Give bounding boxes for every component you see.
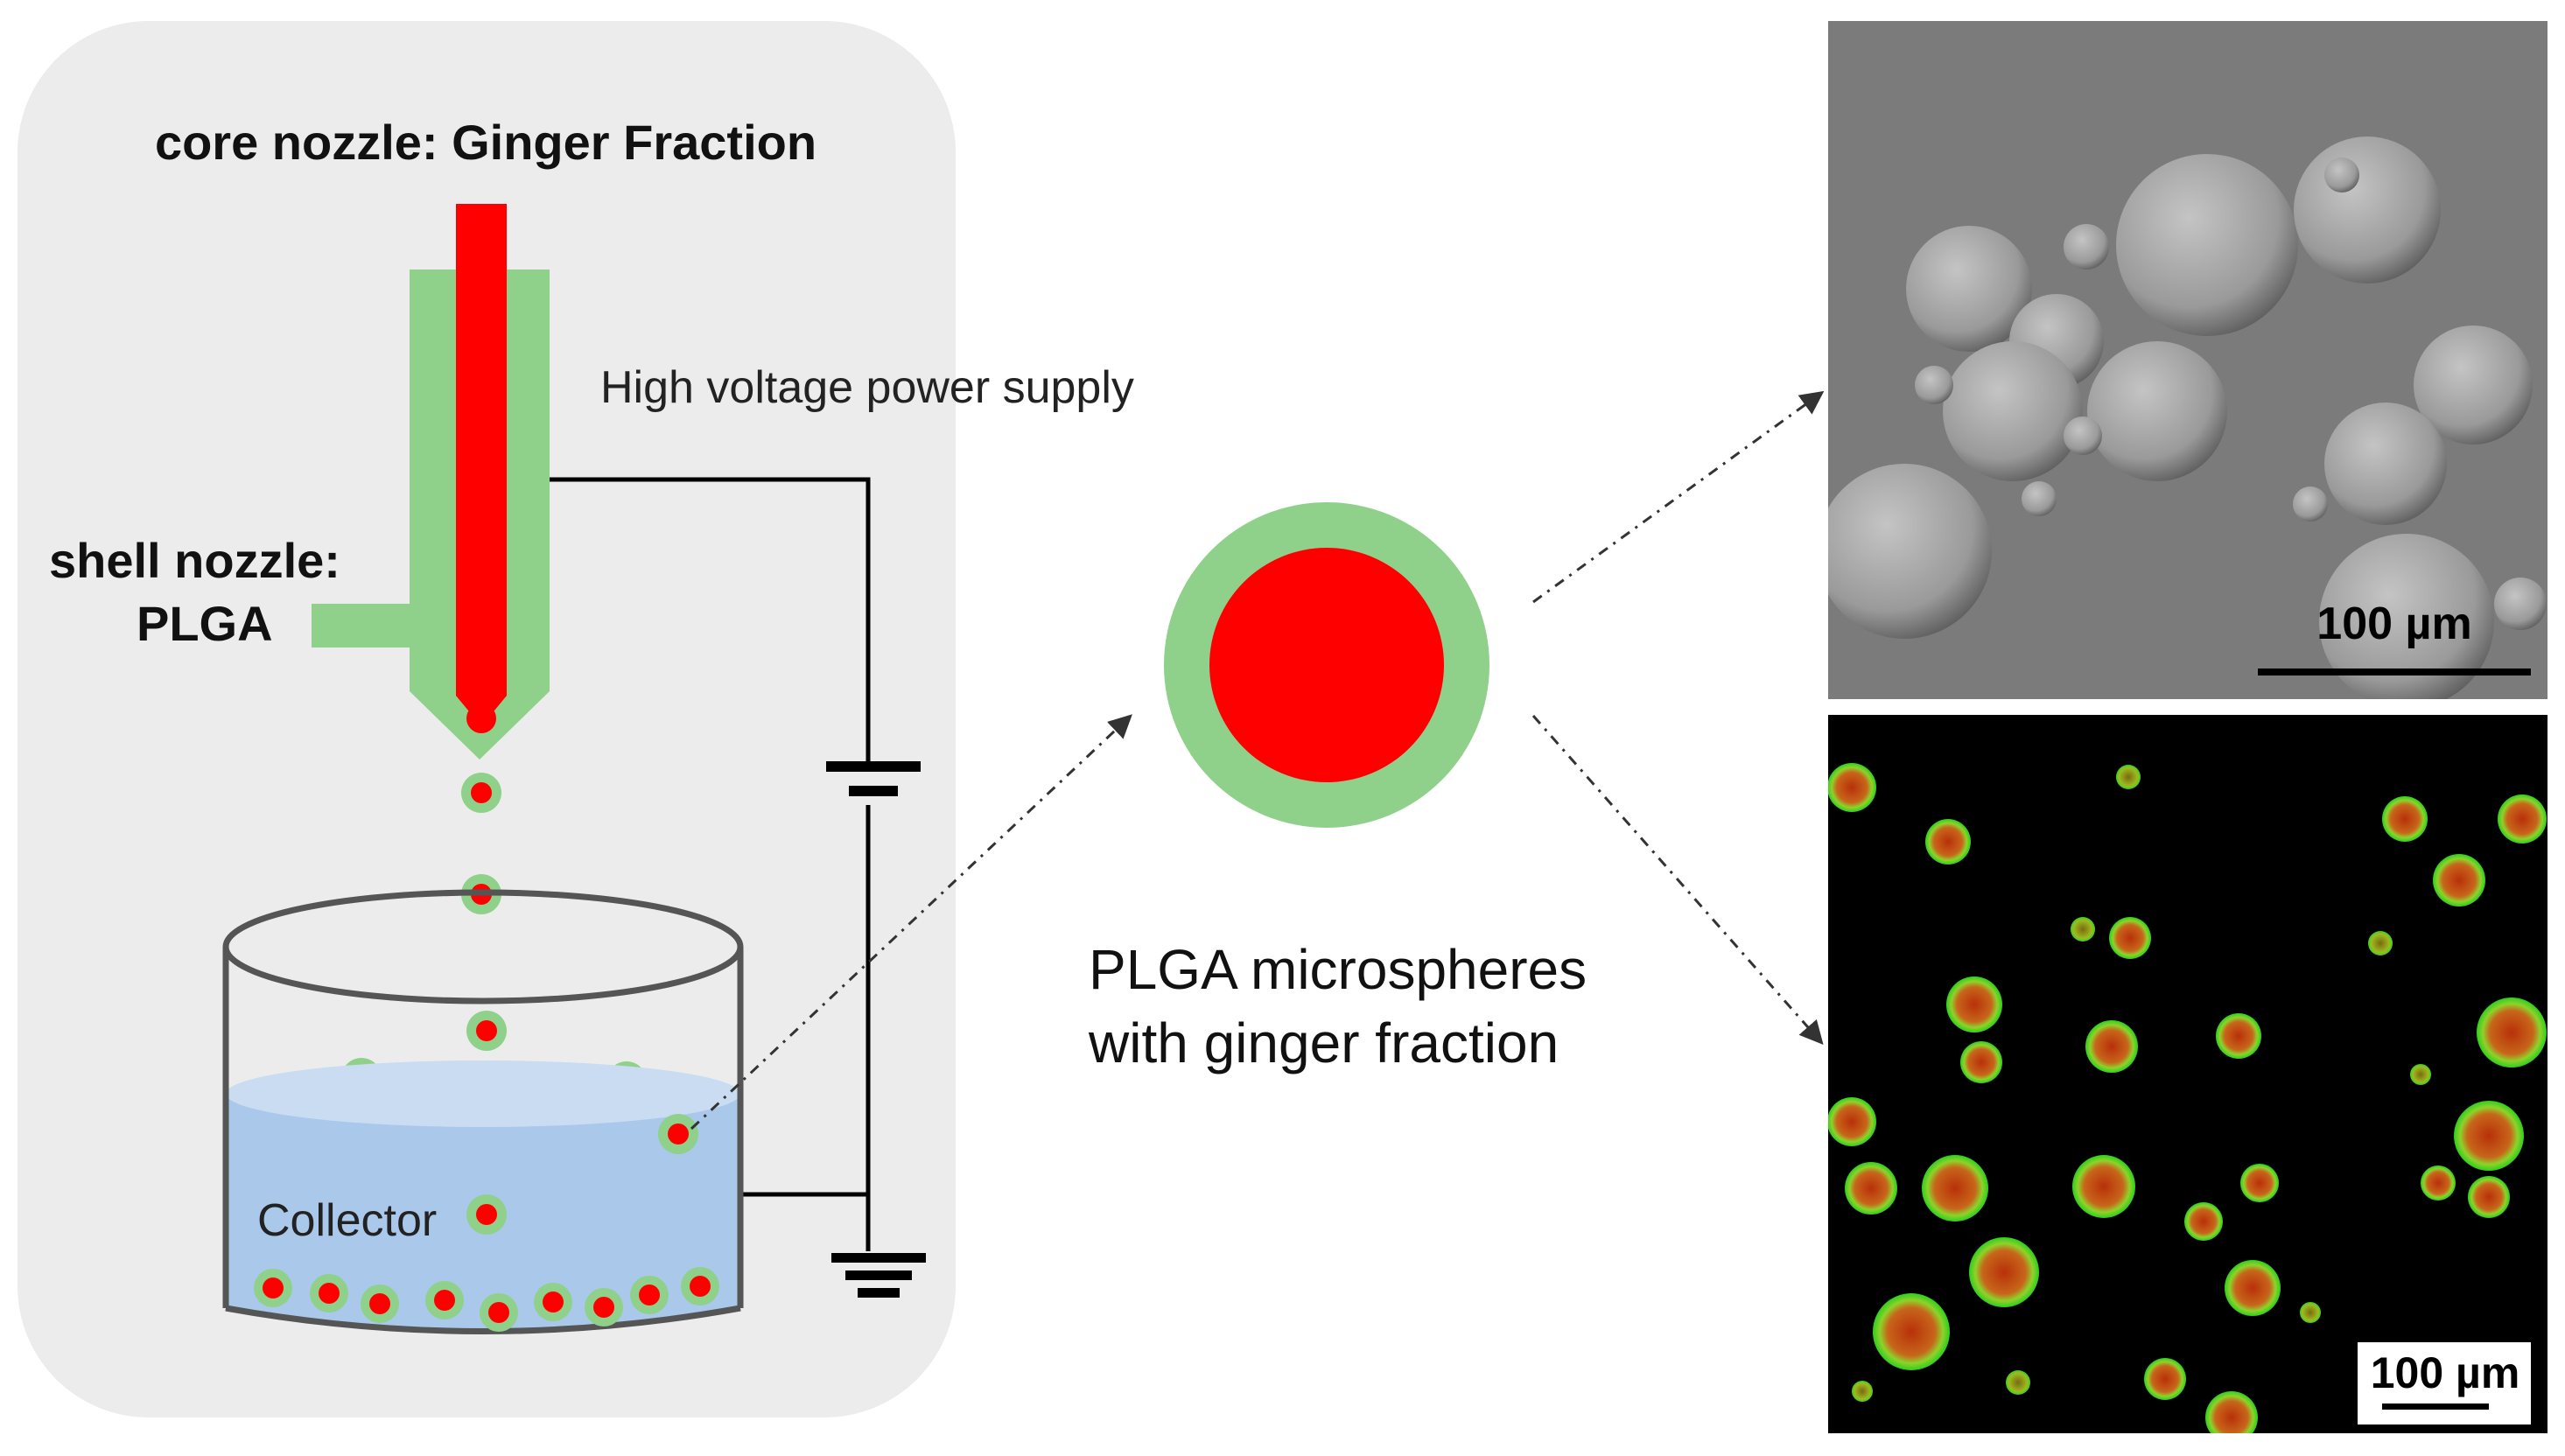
sem-arrow <box>1532 390 1825 604</box>
microsphere-schematic <box>1164 502 1489 828</box>
zoom-arrow <box>690 714 1132 1130</box>
fluorescence-scale-box <box>2354 1339 2534 1428</box>
collected-microspheres <box>254 1114 719 1332</box>
collector-label: Collector <box>257 1195 437 1246</box>
core-nozzle-label: core nozzle: Ginger Fraction <box>155 115 816 170</box>
fluorescence-micrograph <box>1828 715 2547 1433</box>
sem-scale-bar-label: 100 µm <box>2316 598 2471 649</box>
circuit-wires <box>550 477 871 1251</box>
ground-symbol <box>831 1253 926 1298</box>
core-nozzle <box>456 204 507 733</box>
microspheres-caption-line1: PLGA microspheres <box>1089 938 1587 1001</box>
microspheres-caption-line2: with ginger fraction <box>1088 1012 1559 1074</box>
shell-nozzle-material-label: PLGA <box>137 596 273 651</box>
fluorescence-scale-bar <box>2382 1404 2489 1410</box>
battery-symbol <box>826 761 921 796</box>
sem-scale-bar <box>2258 668 2531 676</box>
power-supply-label: High voltage power supply <box>600 362 1134 413</box>
fluorescence-arrow <box>1531 715 1824 1046</box>
fluorescence-scale-bar-label: 100 µm <box>2371 1348 2520 1397</box>
sem-micrograph <box>1828 21 2547 699</box>
shell-nozzle-label: shell nozzle: <box>49 533 340 588</box>
